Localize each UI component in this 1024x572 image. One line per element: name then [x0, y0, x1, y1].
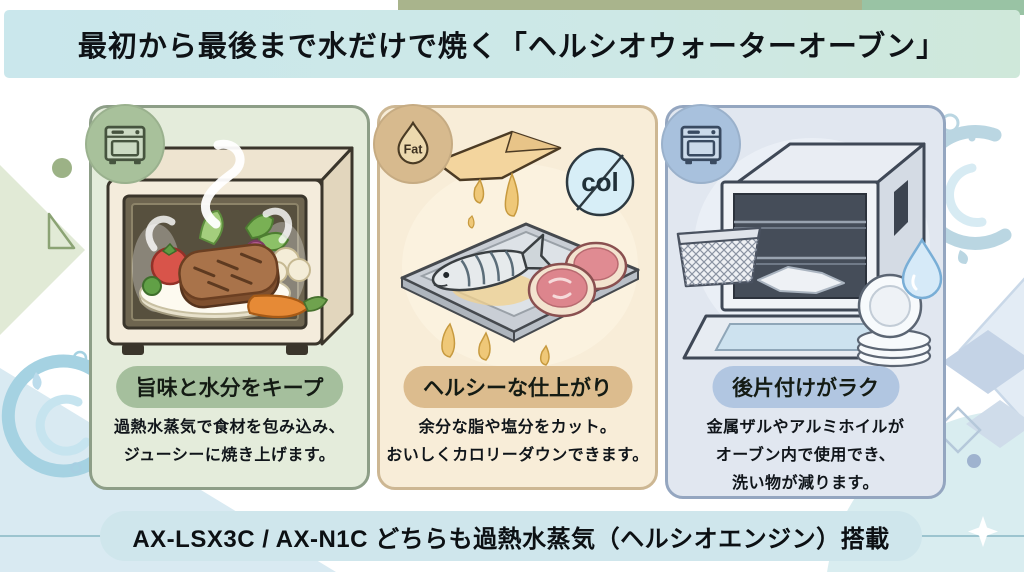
cleanup-illustration	[676, 138, 943, 368]
right-diamonds	[942, 277, 1024, 448]
triangle-outline	[47, 212, 76, 250]
top-strip-olive	[398, 0, 868, 13]
model-names-text: AX-LSX3C / AX-N1C どちらも過熱水蒸気（ヘルシオエンジン）搭載	[132, 525, 890, 553]
fat-drop-icon: Fat	[373, 104, 453, 184]
feature-description: 過熱水蒸気で食材を包み込み、 ジューシーに焼き上げます。	[113, 419, 345, 464]
open-oven	[682, 142, 926, 360]
steam-wisps	[145, 139, 293, 252]
steam-oven-icon	[85, 104, 165, 184]
feature-description: 金属ザルやアルミホイルが オーブン内で使用でき、 洗い物が減ります。	[706, 419, 905, 492]
feature-badge: ヘルシーな仕上がり	[403, 366, 632, 408]
fat-cut-illustration: col	[400, 130, 640, 368]
steam-oven-illustration	[106, 139, 354, 355]
aluminum-foil	[757, 266, 845, 294]
footer-banner: AX-LSX3C / AX-N1C どちらも過熱水蒸気（ヘルシオエンジン）搭載	[100, 511, 922, 561]
plate-of-food	[132, 209, 329, 320]
svg-text:col: col	[581, 167, 619, 197]
feature-badge: 旨味と水分をキープ	[115, 366, 344, 408]
fat-drips	[441, 322, 550, 366]
panel-easy-cleanup: 後片付けがラク 金属ザルやアルミホイルが オーブン内で使用でき、 洗い物が減りま…	[661, 104, 946, 499]
steak	[178, 243, 280, 309]
carrot	[247, 294, 310, 319]
oven-icon	[661, 104, 741, 184]
meat-slices	[527, 241, 628, 318]
feature-badge: 後片付けがラク	[712, 366, 899, 408]
calorie-off-icon: col	[565, 147, 635, 217]
fried-food	[434, 130, 562, 229]
blue-dot	[967, 454, 981, 468]
feature-description: 余分な脂や塩分をカット。 おいしくカロリーダウンできます。	[386, 419, 649, 464]
header-banner: 最初から最後まで水だけで焼く「ヘルシオウォーターオーブン」	[4, 10, 1020, 78]
water-swirl-left	[1, 350, 115, 478]
wire-basket	[676, 226, 762, 288]
sparkle-icon	[968, 516, 998, 547]
water-drop-icon	[901, 237, 943, 300]
svg-text:Fat: Fat	[404, 143, 424, 157]
page-title: 最初から最後まで水だけで焼く「ヘルシオウォーターオーブン」	[77, 31, 947, 63]
panel-healthy-finish: Fat col	[373, 104, 658, 490]
green-dot	[52, 158, 72, 178]
panel-umami-keep: 旨味と水分をキープ 過熱水蒸気で食材を包み込み、 ジューシーに焼き上げます。	[85, 104, 370, 490]
grilled-fish	[431, 233, 555, 292]
left-diamond	[0, 165, 85, 335]
